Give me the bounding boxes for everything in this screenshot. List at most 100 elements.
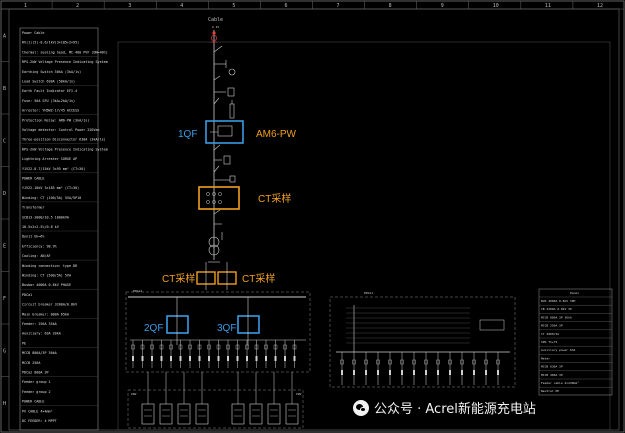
ct-main-box	[198, 186, 240, 210]
column-label: 5	[232, 3, 235, 9]
legend-row: SPD T1+T2	[541, 340, 557, 344]
note-line: Circuit breaker 3200A/0.8kV	[22, 303, 77, 307]
legend-row: BUS 4000A 0.8kV 3PH	[541, 299, 576, 303]
note-line: Power Cable	[22, 31, 44, 35]
pdc-right-frame	[329, 296, 516, 388]
legend-row: MCCB 250A 3P	[541, 324, 563, 328]
column-label: 2	[76, 3, 79, 9]
note-line: Feeder: 250A 35kA	[22, 322, 57, 326]
inverter-frame	[127, 389, 304, 429]
note-line: Winding connection: type DR	[22, 264, 78, 268]
note-line: Feeder group 1	[22, 380, 51, 384]
note-line: Fuse: 50A SFU (3kA+2kA/1s)	[22, 99, 75, 103]
inverter-unit	[141, 403, 155, 425]
row-label: G	[3, 348, 6, 354]
note-line: Lightning Arrester SURGE AP	[22, 157, 77, 161]
column-label: 10	[493, 3, 499, 9]
cable-label: Cable	[208, 17, 223, 23]
column-label: 3	[128, 3, 131, 9]
note-line: SCB13-1000/10.5 1000kVA	[22, 215, 69, 219]
note-line: RPS-2kW Voltage Presence Indicating Syst…	[22, 60, 108, 64]
inv-left-b-label: INV	[296, 392, 302, 396]
note-line: Earthing Switch 50kA (3kA/1s)	[22, 70, 81, 74]
row-label: E	[3, 243, 6, 249]
note-line: MCCB 250A	[22, 361, 40, 365]
mid-components	[213, 144, 236, 183]
inverter-unit	[231, 403, 245, 425]
inverter-unit	[267, 403, 281, 425]
note-line: Efficiency: 98.9%	[22, 244, 57, 248]
right-feeder-group	[340, 307, 500, 385]
watermark: 公众号 · Acrel新能源充电站	[353, 398, 536, 417]
column-label: 9	[441, 3, 444, 9]
column-label: 4	[180, 3, 183, 9]
note-line: Transformer	[22, 206, 44, 210]
inv-left-a-label: INV	[131, 392, 137, 396]
note-line: PV CABLE 4×4mm²	[22, 409, 53, 413]
note-line: POWER CABLE	[22, 400, 44, 404]
inverter-unit	[159, 403, 173, 425]
legend-row: CT 4000/5A	[541, 332, 559, 336]
note-line: PDCa2 800A 3P	[22, 371, 49, 375]
pdc-right-label: PDCa1	[364, 291, 373, 295]
note-line: RV(1)(5)-0.6/1kV(3×185+2×95)	[22, 41, 79, 45]
main-drawing-area	[117, 41, 611, 431]
row-label: C	[3, 138, 6, 144]
note-line: Winding: CT (100/5A) 5VA/5P10	[22, 196, 81, 200]
breaker-2qf-label: 2QF	[144, 323, 163, 334]
legend-row: MCCB 630A 3P	[541, 365, 563, 369]
column-label: 11	[545, 3, 551, 9]
transformer-section	[208, 209, 223, 263]
note-line: Busbar 4000A 0.8kV PHASE	[22, 283, 71, 287]
inverter-unit	[249, 403, 263, 425]
relay-label: AM6-PW	[256, 129, 297, 140]
breaker-1qf-label: 1QF	[178, 129, 197, 140]
row-label: F	[3, 296, 6, 302]
row-label: H	[3, 401, 6, 407]
note-line: Three-position Disconnector 630A (3kA/1s…	[22, 138, 106, 142]
column-label: 12	[597, 3, 603, 9]
incoming-terminal	[211, 35, 217, 41]
inverter-unit	[195, 403, 209, 425]
legend-row: Neutral PE	[541, 389, 559, 393]
legend-row: Auxiliary power 63A	[541, 348, 576, 352]
note-line: Feeder group 2	[22, 390, 51, 394]
notes-panel	[19, 27, 99, 431]
inverter-unit	[177, 403, 191, 425]
row-label: B	[3, 86, 6, 92]
column-label: 7	[337, 3, 340, 9]
note-line: Main breaker: 800A 65kA	[22, 312, 69, 316]
note-line: MCCB 800A/3P 36kA	[22, 351, 57, 355]
breaker-2qf-box	[166, 315, 189, 334]
note-line: Load Switch 630A (50kA/1s)	[22, 80, 75, 84]
note-line: Dyn11 Uk=6%	[22, 235, 44, 239]
column-label: 1	[24, 3, 27, 9]
breaker-3qf-box	[237, 315, 260, 334]
note-line: Cooling: AN/AF	[22, 254, 51, 258]
note-line: YJV22-8.7/15kV 3×95 mm² (CT=30)	[22, 167, 85, 171]
note-line: POWER CABLE	[22, 177, 44, 181]
note-line: RPS-2kW Voltage Presence Indicating Syst…	[22, 147, 108, 151]
incoming-marker	[212, 31, 216, 35]
inverter-group	[141, 372, 299, 425]
breaker-3qf-label: 3QF	[217, 323, 236, 334]
upper-switchgear	[213, 45, 236, 119]
note-line: thermal: sealing head, MC-400 PVF (DN=40…	[22, 50, 108, 54]
note-line: PDCa1	[22, 293, 32, 297]
legend-row: MCCB 400A 3P	[541, 373, 563, 377]
note-line: Arrester: YH5WZ-17/45 ACCESS	[22, 109, 79, 113]
legend-title: Panel	[570, 291, 579, 295]
pdc-left-frame	[125, 291, 311, 373]
legend-row: Meter	[541, 356, 550, 360]
legend-row: Feeder cable 4×240mm²	[541, 381, 579, 385]
breaker-1qf-box	[205, 120, 244, 144]
wechat-logo-icon	[353, 399, 369, 416]
note-line: Voltage detector: Control Power 220Vac	[22, 128, 100, 132]
inverter-unit	[285, 403, 299, 425]
legend-row: CB 3200A 0.8kV 3P	[541, 307, 572, 311]
